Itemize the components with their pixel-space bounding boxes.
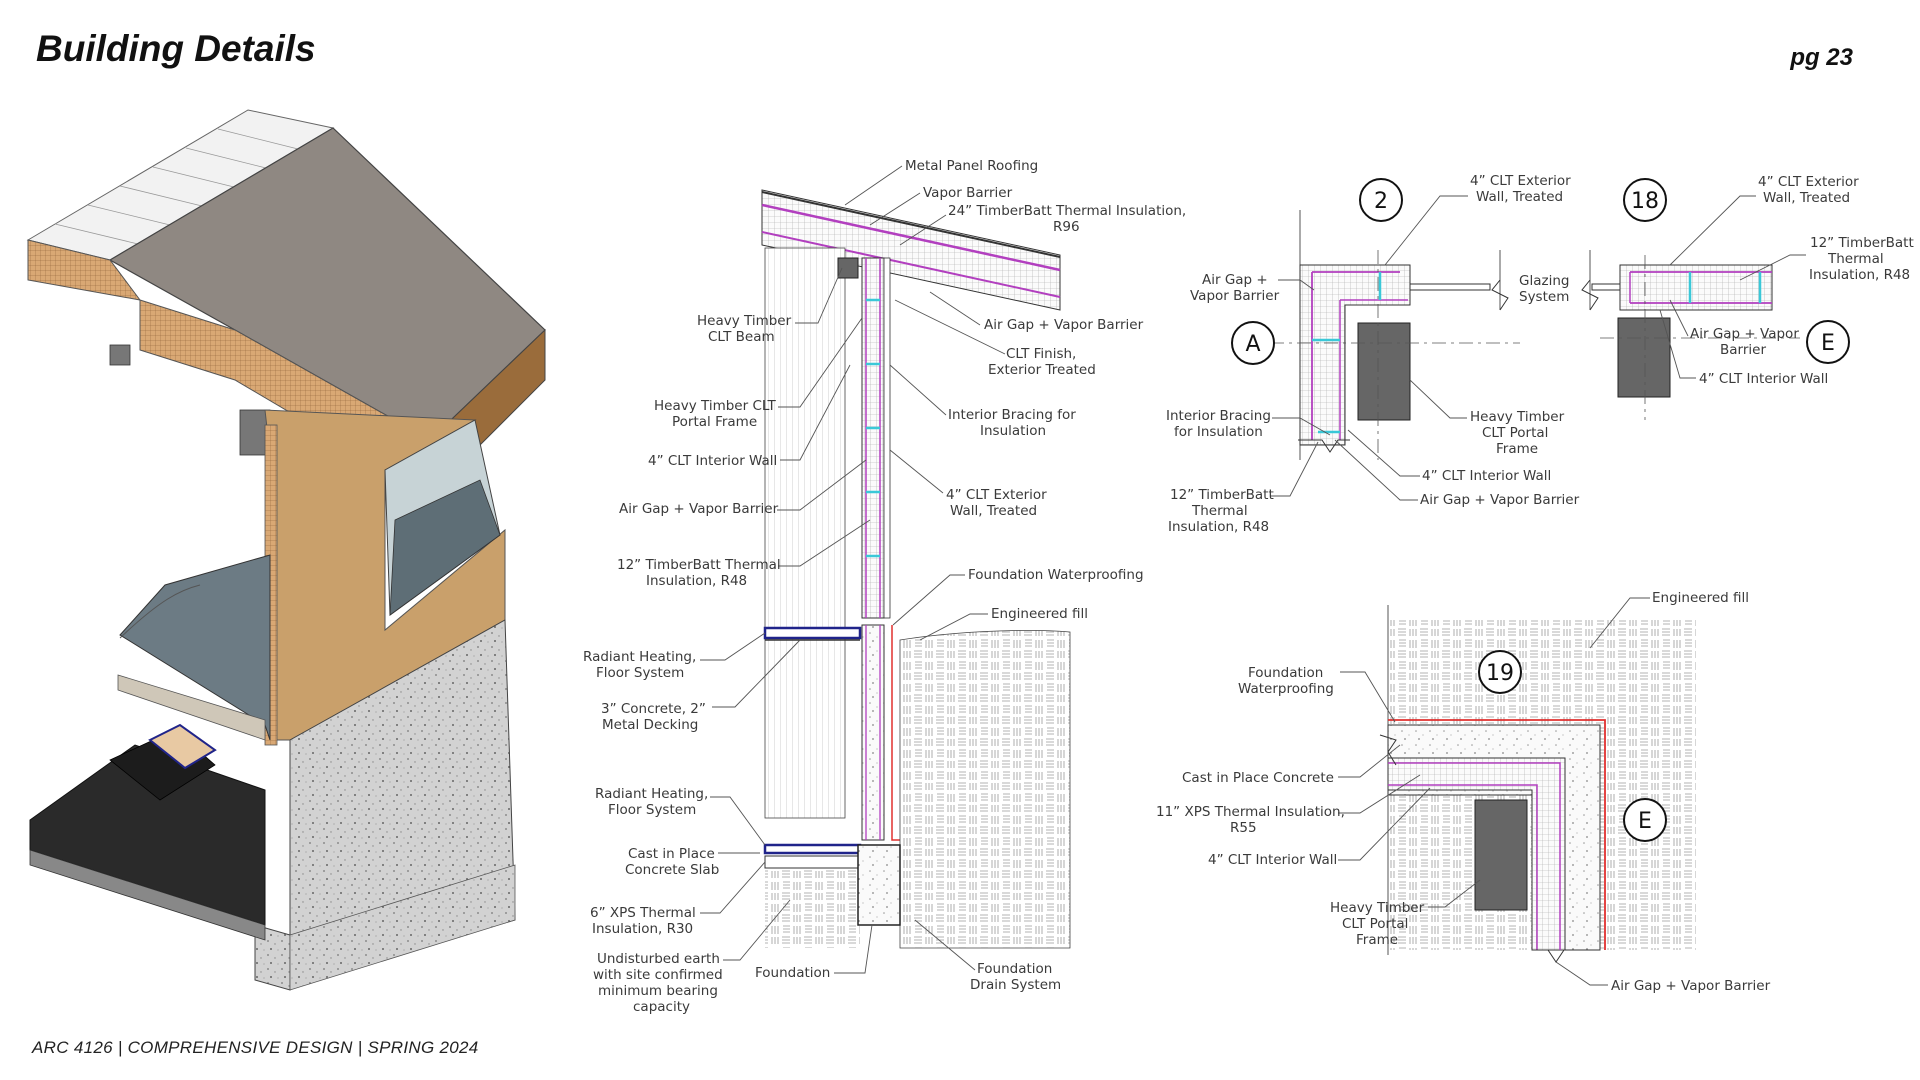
wall-section-labels: Metal Panel Roofing Vapor Barrier 24” Ti… xyxy=(583,158,1186,1015)
label-radiant-lower: Radiant Heating, xyxy=(595,786,708,802)
label-air-gap-top: Air Gap + Vapor Barrier xyxy=(984,317,1144,333)
d2-label-glazing-2: System xyxy=(1519,289,1569,305)
label-undisturbed-4: capacity xyxy=(633,999,690,1015)
grid-bubble-a-text: A xyxy=(1245,332,1260,357)
label-concrete-deck-2: Metal Decking xyxy=(602,717,698,733)
detail-bubble-19 xyxy=(1478,650,1522,694)
d19-label-frame: Heavy Timber xyxy=(1330,900,1425,916)
d2-label-glazing: Glazing xyxy=(1519,273,1569,289)
page-title: Building Details xyxy=(36,28,316,69)
label-interior-bracing-2: Insulation xyxy=(980,423,1046,439)
d2-label-frame-2: CLT Portal xyxy=(1482,425,1548,441)
label-clt-exterior: 4” CLT Exterior xyxy=(946,487,1047,503)
plan-detail-2-labels: 4” CLT Exterior Wall, Treated Air Gap + … xyxy=(1166,173,1580,535)
plan-detail-18: 18 E xyxy=(1581,178,1850,420)
grid-bubble-e-19 xyxy=(1623,798,1667,842)
d2-label-tb-2: Thermal xyxy=(1191,503,1248,519)
d18-label-tb: 12” TimberBatt xyxy=(1810,235,1914,251)
grid-bubble-e-18 xyxy=(1806,320,1850,364)
d19-label-cast-concrete: Cast in Place Concrete xyxy=(1182,770,1334,786)
d19-label-engineered-fill: Engineered fill xyxy=(1652,590,1749,606)
label-metal-panel-roofing: Metal Panel Roofing xyxy=(905,158,1038,174)
d2-label-bracing-2: for Insulation xyxy=(1174,424,1263,440)
label-clt-finish: CLT Finish, xyxy=(1006,346,1076,362)
label-timberbatt-12: 12” TimberBatt Thermal xyxy=(617,557,781,573)
label-timberbatt-12-2: Insulation, R48 xyxy=(646,573,747,589)
d2-label-int-wall: 4” CLT Interior Wall xyxy=(1422,468,1551,484)
detail-bubble-19-text: 19 xyxy=(1486,661,1514,686)
label-timberbatt-24-r: R96 xyxy=(1053,219,1080,235)
label-xps6: 6” XPS Thermal xyxy=(590,905,696,921)
axonometric-view xyxy=(26,109,546,991)
label-portal-frame-2: Portal Frame xyxy=(672,414,757,430)
label-clt-finish-2: Exterior Treated xyxy=(988,362,1096,378)
d19-label-waterproofing-2: Waterproofing xyxy=(1238,681,1334,697)
label-air-gap-left: Air Gap + Vapor Barrier xyxy=(619,501,779,517)
d18-label-int-wall: 4” CLT Interior Wall xyxy=(1699,371,1828,387)
d2-label-bracing: Interior Bracing xyxy=(1166,408,1271,424)
label-undisturbed: Undisturbed earth xyxy=(597,951,720,967)
d19-label-int-wall: 4” CLT Interior Wall xyxy=(1208,852,1337,868)
d2-label-clt-ext: 4” CLT Exterior xyxy=(1470,173,1571,189)
label-cast-slab: Cast in Place xyxy=(628,846,715,862)
label-drain-2: Drain System xyxy=(970,977,1061,993)
label-concrete-deck: 3” Concrete, 2” xyxy=(601,701,706,717)
d2-label-air-gap-2: Vapor Barrier xyxy=(1190,288,1280,304)
d18-label-tb-3: Insulation, R48 xyxy=(1809,267,1910,283)
plan-detail-2: 2 A xyxy=(1231,178,1520,460)
label-cast-slab-2: Concrete Slab xyxy=(625,862,719,878)
d18-label-clt-ext: 4” CLT Exterior xyxy=(1758,174,1859,190)
label-clt-interior-wall: 4” CLT Interior Wall xyxy=(648,453,777,469)
label-interior-bracing: Interior Bracing for xyxy=(948,407,1076,423)
label-undisturbed-3: minimum bearing xyxy=(598,983,718,999)
detail-bubble-18-text: 18 xyxy=(1631,189,1659,214)
grid-bubble-a xyxy=(1231,321,1275,365)
d19-label-air-gap: Air Gap + Vapor Barrier xyxy=(1611,978,1771,994)
d19-label-xps11: 11” XPS Thermal Insulation, xyxy=(1156,804,1345,820)
d18-label-clt-ext-2: Wall, Treated xyxy=(1763,190,1850,206)
label-xps6-2: Insulation, R30 xyxy=(592,921,693,937)
d19-label-frame-3: Frame xyxy=(1356,932,1398,948)
d2-label-tb-3: Insulation, R48 xyxy=(1168,519,1269,535)
grid-bubble-e-18-text: E xyxy=(1821,331,1835,356)
label-radiant-lower-2: Floor System xyxy=(608,802,696,818)
d2-label-tb: 12” TimberBatt xyxy=(1170,487,1274,503)
label-foundation-waterproofing: Foundation Waterproofing xyxy=(968,567,1144,583)
d18-label-tb-2: Thermal xyxy=(1827,251,1884,267)
detail-bubble-2 xyxy=(1359,178,1403,222)
plan-detail-18-labels: 4” CLT Exterior Wall, Treated 12” Timber… xyxy=(1659,174,1914,387)
label-portal-frame: Heavy Timber CLT xyxy=(654,398,777,414)
d19-label-waterproofing: Foundation xyxy=(1248,665,1323,681)
d2-label-frame-3: Frame xyxy=(1496,441,1538,457)
footer-course: ARC 4126 | COMPREHENSIVE DESIGN | SPRING… xyxy=(32,1038,479,1057)
d2-label-air-gap-bottom: Air Gap + Vapor Barrier xyxy=(1420,492,1580,508)
label-vapor-barrier: Vapor Barrier xyxy=(923,185,1013,201)
d2-label-air-gap: Air Gap + xyxy=(1202,272,1268,288)
detail-bubble-2-text: 2 xyxy=(1374,189,1388,214)
label-heavy-timber-beam-2: CLT Beam xyxy=(708,329,775,345)
label-radiant-upper-2: Floor System xyxy=(596,665,684,681)
label-engineered-fill: Engineered fill xyxy=(991,606,1088,622)
label-undisturbed-2: with site confirmed xyxy=(593,967,723,983)
label-heavy-timber-beam: Heavy Timber xyxy=(697,313,792,329)
d19-label-xps11-2: R55 xyxy=(1230,820,1257,836)
page-number: pg 23 xyxy=(1790,44,1853,71)
label-drain: Foundation xyxy=(977,961,1052,977)
d18-label-air-gap: Air Gap + Vapor xyxy=(1690,326,1799,342)
d19-label-frame-2: CLT Portal xyxy=(1342,916,1408,932)
grid-bubble-e-19-text: E xyxy=(1638,809,1652,834)
d2-label-clt-ext-2: Wall, Treated xyxy=(1476,189,1563,205)
plan-detail-19-labels: Engineered fill Foundation Waterproofing… xyxy=(1156,590,1771,994)
label-clt-exterior-2: Wall, Treated xyxy=(950,503,1037,519)
label-radiant-upper: Radiant Heating, xyxy=(583,649,696,665)
d18-label-air-gap-2: Barrier xyxy=(1720,342,1766,358)
plan-detail-19: 19 E xyxy=(1379,605,1696,963)
detail-bubble-18 xyxy=(1623,178,1667,222)
d2-label-frame: Heavy Timber xyxy=(1470,409,1565,425)
label-timberbatt-24: 24” TimberBatt Thermal Insulation, xyxy=(948,203,1186,219)
label-foundation: Foundation xyxy=(755,965,830,981)
